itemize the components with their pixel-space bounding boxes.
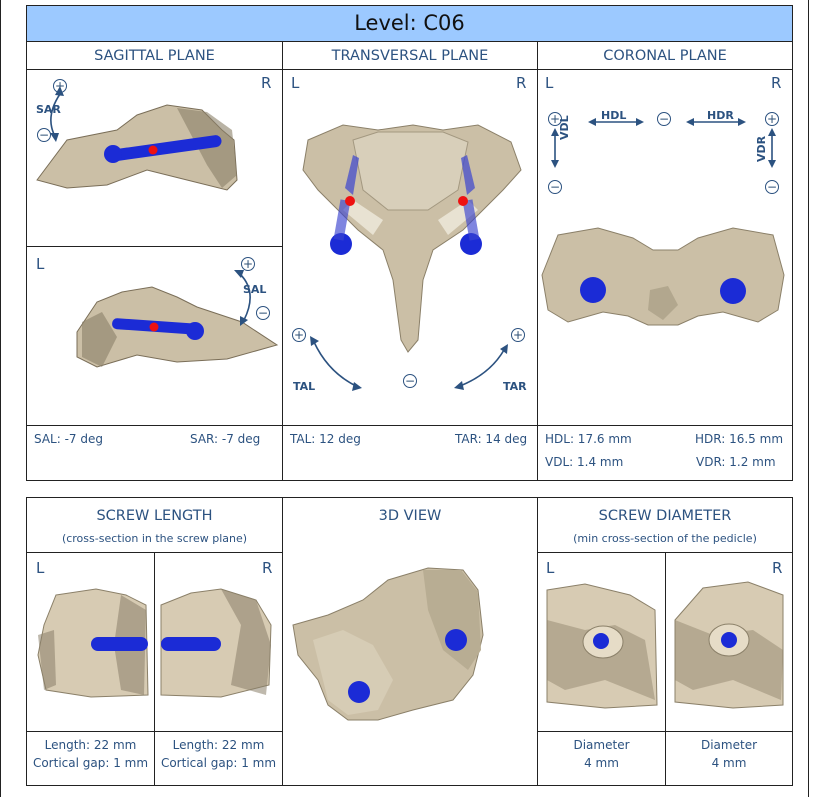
left-screw-length: Length: 22 mm [44,738,137,752]
page-border-left [0,0,1,797]
view3d-header: 3D VIEW [378,508,442,524]
left-cortical-gap: Cortical gap: 1 mm [32,756,149,770]
transversal-right-label: R [516,74,527,92]
vdl-readout: VDL: 1.4 mm [545,455,624,469]
sar-minus-icon[interactable]: − [37,128,51,142]
tal-control-label: TAL [293,380,316,393]
coronal-header: CORONAL PLANE [603,48,727,64]
level-panel [26,5,793,481]
screw-diameter-right-label: R [772,559,783,577]
hdr-control-label: HDR [707,109,734,122]
right-cortical-gap: Cortical gap: 1 mm [160,756,277,770]
right-diameter-value: 4 mm [711,756,747,770]
vdl-minus-icon[interactable]: − [548,180,562,194]
vdr-plus-icon[interactable]: + [765,112,779,126]
top-header-divider [27,69,792,70]
vdl-arrow[interactable] [549,128,561,168]
coronal-render [541,227,785,326]
transversal-left-label: L [291,74,300,92]
vdr-minus-icon[interactable]: − [765,180,779,194]
bottom-col-divider-2 [537,498,538,785]
screw-diameter-subheader: (min cross-section of the pedicle) [573,532,757,545]
screw-length-left-render [37,588,149,698]
transversal-render [302,124,522,353]
bottom-diameter-header-divider [538,552,792,553]
sagittal-lower-left-label: L [36,255,45,273]
sal-readout: SAL: -7 deg [34,432,103,446]
top-readout-divider [27,425,792,426]
vdr-control-label: VDR [755,135,768,162]
vdl-control-label: VDL [558,115,571,140]
screw-length-split [154,553,155,785]
tar-rotation-arc[interactable] [450,330,520,395]
screw-diameter-header: SCREW DIAMETER [598,508,732,524]
sal-plus-icon[interactable]: + [241,257,255,271]
screw-length-right-label: R [262,559,273,577]
screw-diameter-left-render [546,583,658,709]
hdr-readout: HDR: 16.5 mm [695,432,784,446]
screw-length-left-label: L [36,559,45,577]
vdr-readout: VDR: 1.2 mm [696,455,776,469]
top-col-divider-2 [537,42,538,480]
sal-control-label: SAL [243,283,267,296]
left-diameter-caption: Diameter [573,738,630,752]
screw-diameter-right-render [674,581,784,709]
screw-length-right-render [160,588,272,698]
horizontal-minus-icon[interactable]: − [657,112,671,126]
screw-diameter-caption-divider [538,731,792,732]
hdl-arrow[interactable] [588,116,644,128]
sar-plus-icon[interactable]: + [53,79,67,93]
hdl-control-label: HDL [601,109,627,122]
hdr-arrow[interactable] [686,116,746,128]
left-diameter-value: 4 mm [584,756,619,770]
tal-plus-icon[interactable]: + [292,328,306,342]
bottom-panel [26,497,793,786]
sal-minus-icon[interactable]: − [256,306,270,320]
sagittal-header: SAGITTAL PLANE [94,48,215,64]
view3d-render[interactable] [283,560,537,730]
top-col-divider-1 [282,42,283,480]
screw-diameter-split [665,553,666,785]
sar-readout: SAR: -7 deg [190,432,261,446]
vdr-arrow[interactable] [766,128,778,168]
hdl-readout: HDL: 17.6 mm [545,432,632,446]
coronal-left-label: L [545,74,554,92]
coronal-right-label: R [771,74,782,92]
tal-readout: TAL: 12 deg [290,432,361,446]
vdl-plus-icon[interactable]: + [548,112,562,126]
right-screw-length: Length: 22 mm [172,738,265,752]
bottom-length-header-divider [27,552,282,553]
tal-rotation-arc[interactable] [300,330,370,395]
bottom-col-divider-1 [282,498,283,785]
right-diameter-caption: Diameter [700,738,758,752]
tar-plus-icon[interactable]: + [511,328,525,342]
level-title: Level: C06 [27,6,792,42]
tar-readout: TAR: 14 deg [455,432,528,446]
screw-length-subheader: (cross-section in the screw plane) [61,532,248,545]
tar-control-label: TAR [503,380,527,393]
sal-rotation-arc[interactable] [228,262,268,332]
page-border-right [808,0,809,797]
transversal-minus-icon[interactable]: − [403,374,417,388]
screw-diameter-left-label: L [546,559,555,577]
sagittal-upper-render [36,104,238,191]
screw-length-header: SCREW LENGTH [96,508,213,524]
sar-control-label: SAR [36,103,61,116]
sagittal-split-divider [27,246,282,247]
transversal-header: TRANSVERSAL PLANE [331,48,489,64]
screw-length-caption-divider [27,731,282,732]
sagittal-lower-render [76,286,279,368]
sagittal-right-label: R [261,74,272,92]
